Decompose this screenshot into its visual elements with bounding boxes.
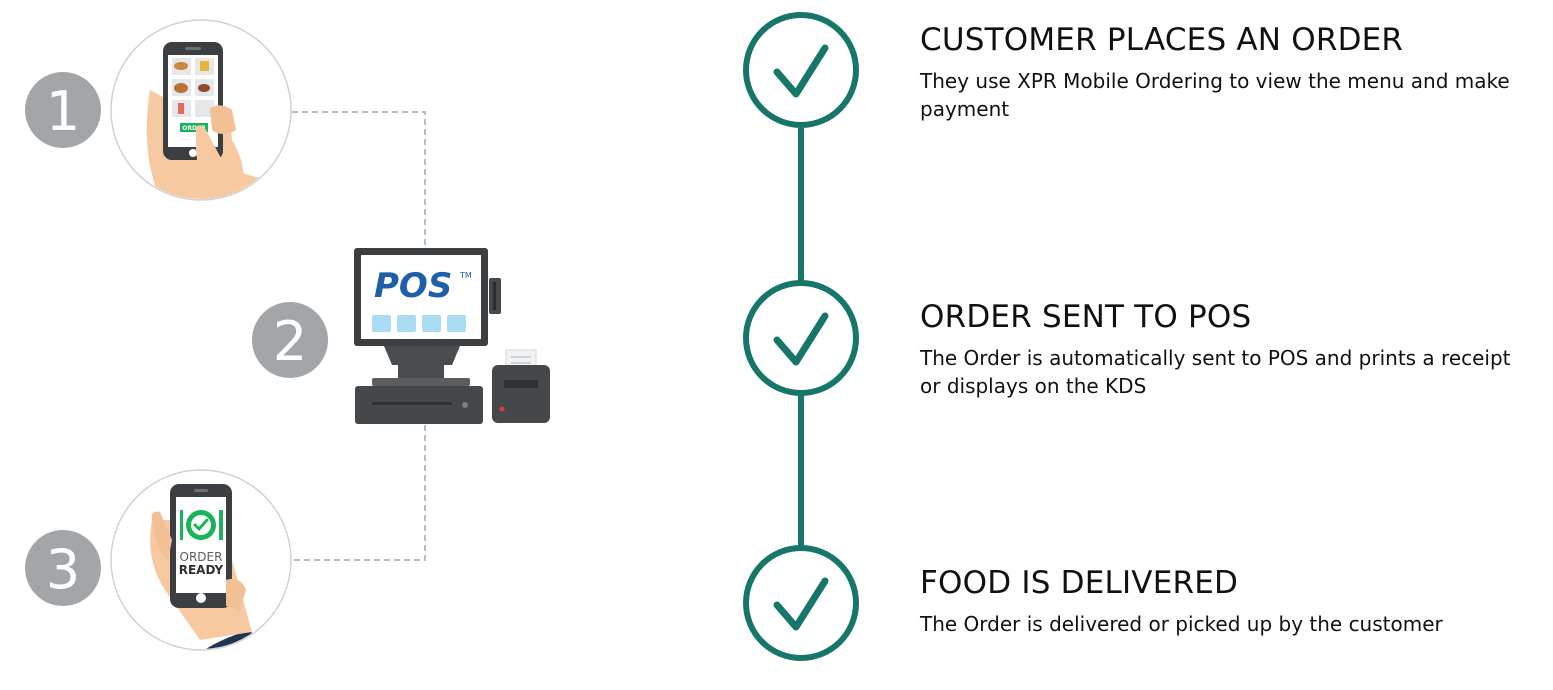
pos-logo-text: POS <box>374 266 452 306</box>
step-number-2: 2 <box>273 310 307 373</box>
phone-ordering-icon: ORDER <box>110 19 292 201</box>
check-icon-2 <box>743 280 859 396</box>
order-ready-phone-icon: ORDER READY <box>110 469 292 651</box>
check-icon-3 <box>743 545 859 661</box>
step-description-2: The Order is automatically sent to POS a… <box>920 346 1511 398</box>
order-ready-line2: READY <box>179 563 224 577</box>
pos-trademark: TM <box>459 271 472 280</box>
step-title-3: FOOD IS DELIVERED <box>920 565 1239 601</box>
process-illustration: ORDER 1 POS TM <box>25 19 550 651</box>
check-icon-1 <box>743 12 859 128</box>
timeline <box>743 12 859 661</box>
step-description-3: The Order is delivered or picked up by t… <box>920 612 1443 636</box>
order-ready-line1: ORDER <box>180 550 223 564</box>
step-description-1: They use XPR Mobile Ordering to view the… <box>920 69 1510 121</box>
step-number-3: 3 <box>46 538 80 601</box>
dashed-connector <box>292 111 426 561</box>
step-title-1: CUSTOMER PLACES AN ORDER <box>920 22 1404 58</box>
step-title-2: ORDER SENT TO POS <box>920 299 1252 335</box>
step-number-1: 1 <box>46 80 80 143</box>
step-badge-1: 1 <box>25 72 101 148</box>
order-button-label: ORDER <box>182 125 206 132</box>
pos-terminal-icon: POS TM <box>354 248 550 424</box>
step-badge-3: 3 <box>25 530 101 606</box>
step-badge-2: 2 <box>252 302 328 378</box>
